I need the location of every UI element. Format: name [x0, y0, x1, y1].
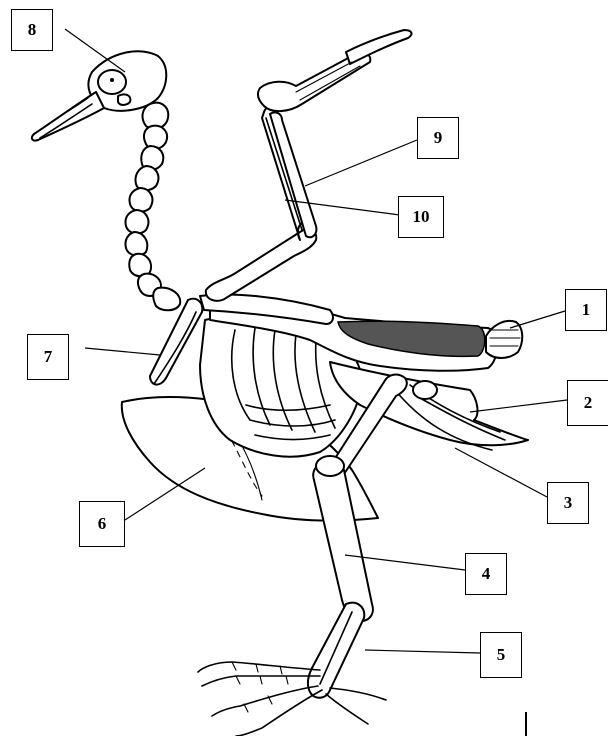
label-box-2: 2: [567, 380, 608, 426]
label-box-7: 7: [27, 334, 69, 380]
label-box-3: 3: [547, 482, 589, 524]
leader-2: [470, 400, 567, 412]
cervical-vertebrae: [125, 103, 180, 311]
leader-5: [365, 650, 480, 653]
label-box-5: 5: [480, 632, 522, 678]
leader-9: [305, 140, 417, 186]
leader-3: [455, 448, 547, 497]
leader-1: [510, 311, 565, 328]
label-box-10: 10: [398, 196, 444, 238]
toes: [198, 662, 386, 736]
label-box-1: 1: [565, 289, 607, 331]
beak: [32, 92, 104, 141]
tibiotarsus: [313, 461, 373, 621]
leader-7: [85, 348, 160, 355]
label-box-6: 6: [79, 501, 125, 547]
coracoid: [150, 299, 202, 385]
label-box-4: 4: [465, 553, 507, 595]
tarsometatarsus: [308, 603, 364, 698]
label-box-8: 8: [11, 9, 53, 51]
wing-phalanges: [346, 30, 411, 64]
label-box-9: 9: [417, 117, 459, 159]
leader-8: [65, 29, 125, 72]
